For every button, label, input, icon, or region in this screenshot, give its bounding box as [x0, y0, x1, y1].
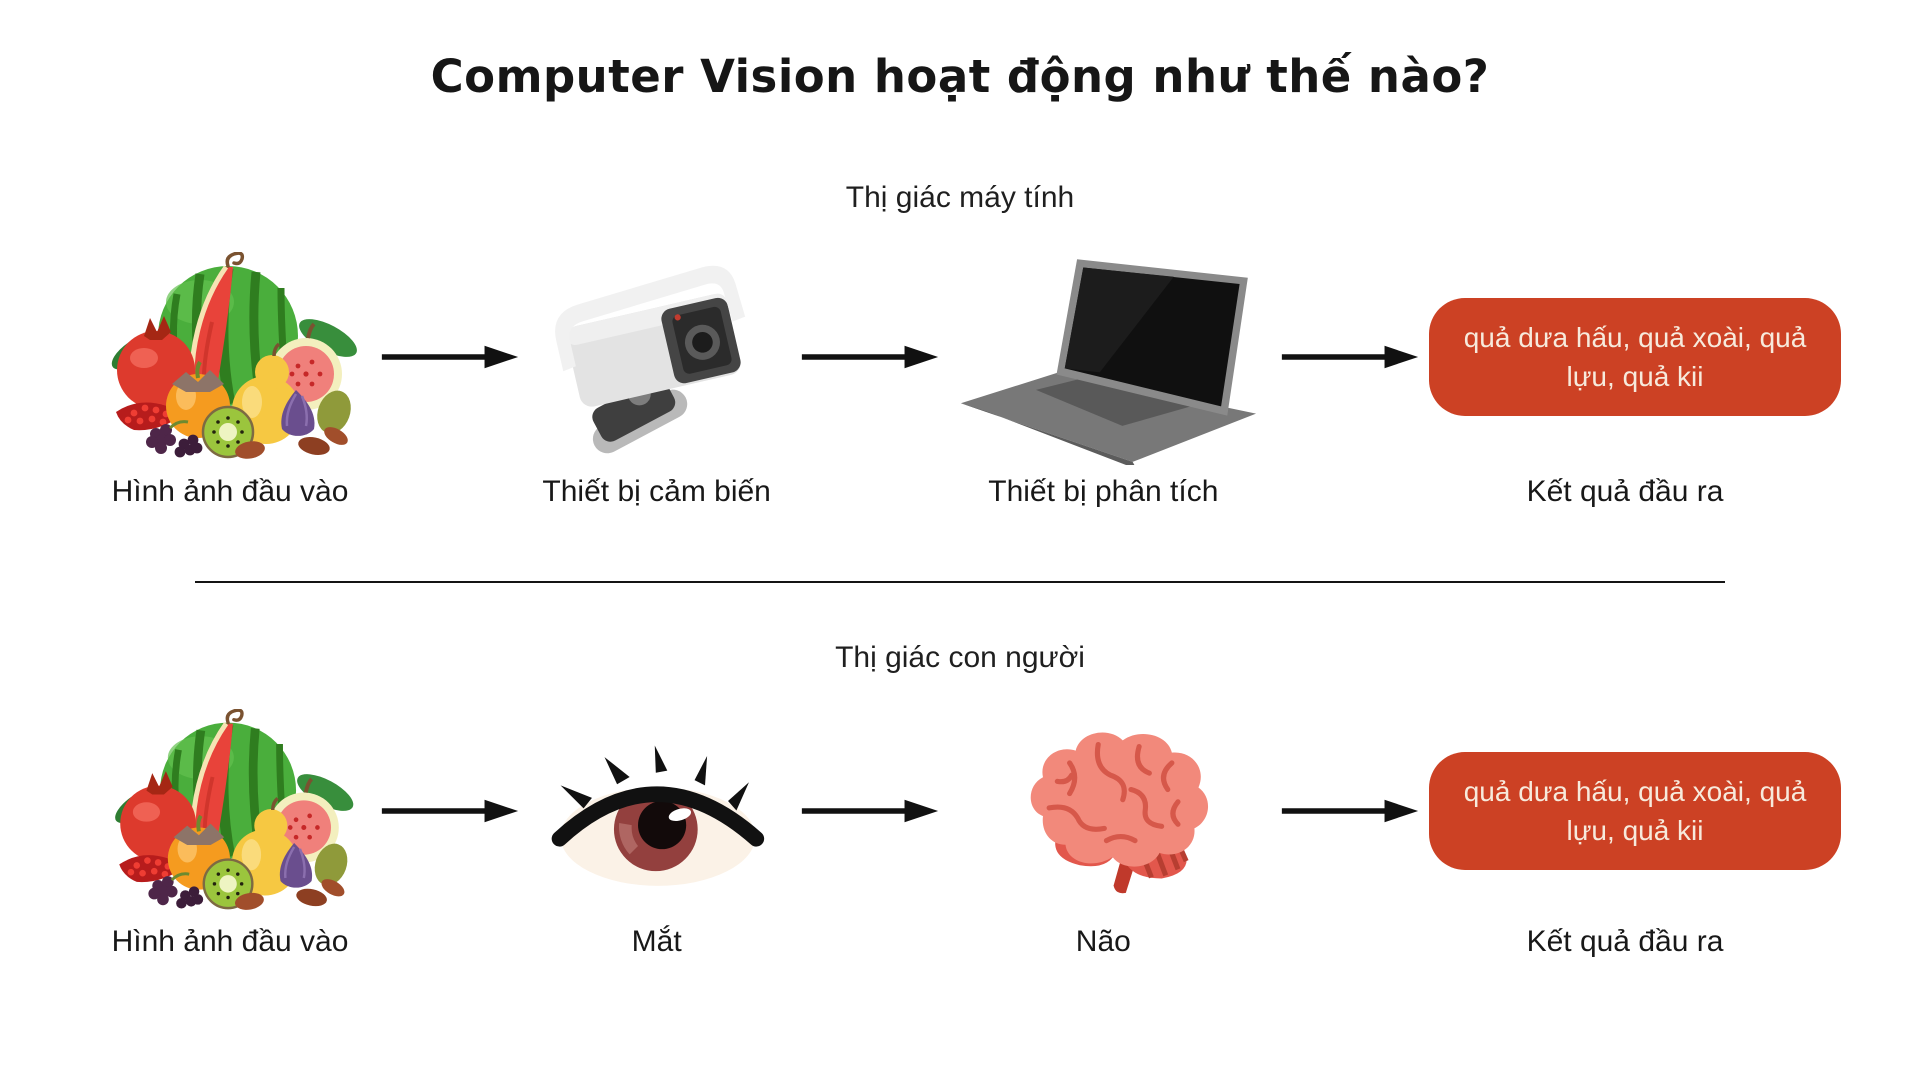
step-label: Kết quả đầu ra — [1526, 925, 1724, 958]
arrow-icon — [1280, 798, 1420, 824]
step-label: Mắt — [631, 925, 682, 958]
machine-row-items: quả dưa hấu, quả xoài, quả lựu, quả kii — [80, 249, 1841, 462]
machine-sensor-cell — [520, 254, 800, 460]
arrow-cell — [1280, 798, 1420, 824]
step-label: Kết quả đầu ra — [1526, 475, 1724, 508]
human-row-subtitle: Thị giác con người — [835, 641, 1085, 674]
brain-icon — [1008, 722, 1213, 901]
arrow-cell — [380, 798, 520, 824]
step-label: Não — [1075, 925, 1131, 958]
arrow-cell — [380, 344, 520, 370]
step-label: Thiết bị phân tích — [988, 475, 1219, 508]
machine-analyzer-cell — [940, 249, 1280, 465]
fruit-basket-icon — [96, 252, 364, 462]
machine-row-subtitle: Thị giác máy tính — [845, 181, 1075, 214]
human-row-items: quả dưa hấu, quả xoài, quả lựu, quả kii — [80, 709, 1841, 909]
step-label: Thiết bị cảm biến — [542, 475, 771, 508]
arrow-cell — [1280, 344, 1420, 370]
human-row-labels: Hình ảnh đầu vào Mắt Não Kết quả đầu ra — [80, 925, 1840, 959]
machine-row-labels: Hình ảnh đầu vào Thiết bị cảm biến Thiết… — [80, 475, 1840, 509]
divider-line — [195, 581, 1725, 583]
arrow-icon — [380, 798, 520, 824]
human-brain-cell — [940, 722, 1280, 901]
step-label: Hình ảnh đầu vào — [111, 925, 349, 958]
page-title: Computer Vision hoạt động như thế nào? — [430, 50, 1490, 103]
eye-icon — [550, 733, 770, 890]
arrow-icon — [800, 344, 940, 370]
step-label: Hình ảnh đầu vào — [111, 475, 349, 508]
machine-output-cell: quả dưa hấu, quả xoài, quả lựu, quả kii — [1420, 298, 1850, 416]
arrow-cell — [800, 344, 940, 370]
security-camera-icon — [536, 254, 784, 460]
arrow-cell — [800, 798, 940, 824]
fruit-basket-icon — [100, 709, 360, 913]
arrow-icon — [380, 344, 520, 370]
arrow-icon — [1280, 344, 1420, 370]
result-badge: quả dưa hấu, quả xoài, quả lựu, quả kii — [1429, 298, 1841, 416]
laptop-icon — [955, 249, 1265, 465]
human-eye-cell — [520, 733, 800, 890]
arrow-icon — [800, 798, 940, 824]
human-output-cell: quả dưa hấu, quả xoài, quả lựu, quả kii — [1420, 752, 1850, 870]
human-input-cell — [80, 709, 380, 913]
machine-input-cell — [80, 252, 380, 462]
result-badge: quả dưa hấu, quả xoài, quả lựu, quả kii — [1429, 752, 1841, 870]
